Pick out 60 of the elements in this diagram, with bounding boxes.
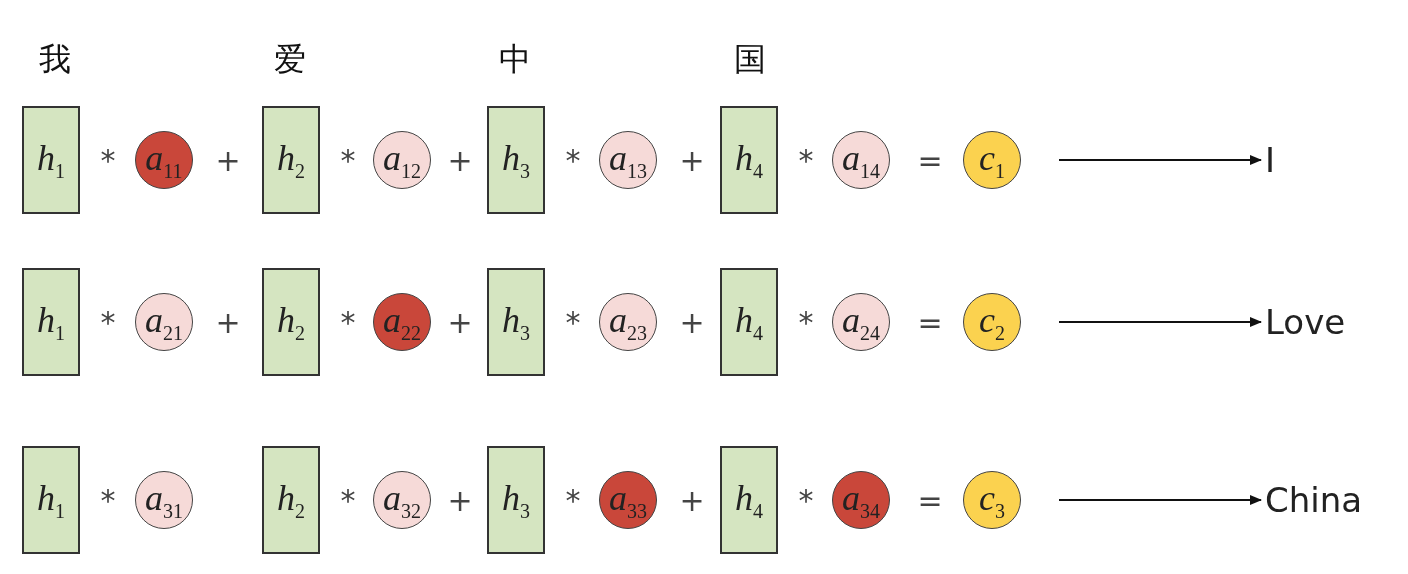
hidden-state-box: h$_{2}$ bbox=[262, 268, 320, 376]
operator-sign: * bbox=[340, 304, 356, 340]
operator-sign: * bbox=[798, 482, 814, 518]
weight-circle: a$_{32}$ bbox=[373, 471, 431, 529]
operator-sign: = bbox=[917, 482, 943, 518]
weight-circle: a$_{13}$ bbox=[599, 131, 657, 189]
hidden-state-box: h$_{4}$ bbox=[720, 446, 778, 554]
operator-sign: + bbox=[679, 482, 705, 518]
context-circle: c$_{1}$ bbox=[963, 131, 1021, 189]
hidden-state-box: h$_{3}$ bbox=[487, 446, 545, 554]
arrow bbox=[1058, 317, 1262, 327]
operator-sign: + bbox=[447, 304, 473, 340]
operator-sign: + bbox=[679, 142, 705, 178]
hidden-state-box: h$_{3}$ bbox=[487, 268, 545, 376]
operator-sign: * bbox=[798, 304, 814, 340]
weight-circle: a$_{22}$ bbox=[373, 293, 431, 351]
heading-character: 爱 bbox=[274, 39, 306, 80]
operator-sign: + bbox=[679, 304, 705, 340]
operator-sign: + bbox=[215, 142, 241, 178]
operator-sign: * bbox=[100, 482, 116, 518]
context-circle: c$_{3}$ bbox=[963, 471, 1021, 529]
weight-circle: a$_{24}$ bbox=[832, 293, 890, 351]
hidden-state-box: h$_{2}$ bbox=[262, 106, 320, 214]
weight-circle: a$_{31}$ bbox=[135, 471, 193, 529]
hidden-state-box: h$_{3}$ bbox=[487, 106, 545, 214]
arrow bbox=[1058, 495, 1262, 505]
operator-sign: = bbox=[917, 304, 943, 340]
operator-sign: * bbox=[100, 142, 116, 178]
operator-sign: + bbox=[215, 304, 241, 340]
weight-circle: a$_{33}$ bbox=[599, 471, 657, 529]
heading-character: 国 bbox=[734, 39, 766, 80]
weight-circle: a$_{14}$ bbox=[832, 131, 890, 189]
weight-circle: a$_{34}$ bbox=[832, 471, 890, 529]
output-word: China bbox=[1265, 475, 1405, 525]
weight-circle: a$_{21}$ bbox=[135, 293, 193, 351]
operator-sign: * bbox=[798, 142, 814, 178]
weight-circle: a$_{23}$ bbox=[599, 293, 657, 351]
weight-circle: a$_{12}$ bbox=[373, 131, 431, 189]
hidden-state-box: h$_{4}$ bbox=[720, 106, 778, 214]
hidden-state-box: h$_{1}$ bbox=[22, 106, 80, 214]
operator-sign: * bbox=[565, 142, 581, 178]
heading-character: 我 bbox=[39, 39, 71, 80]
operator-sign: * bbox=[340, 142, 356, 178]
operator-sign: = bbox=[917, 142, 943, 178]
output-word: Love bbox=[1265, 297, 1405, 347]
arrow bbox=[1058, 155, 1262, 165]
weight-circle: a$_{11}$ bbox=[135, 131, 193, 189]
hidden-state-box: h$_{1}$ bbox=[22, 268, 80, 376]
operator-sign: * bbox=[565, 304, 581, 340]
hidden-state-box: h$_{4}$ bbox=[720, 268, 778, 376]
operator-sign: * bbox=[100, 304, 116, 340]
operator-sign: + bbox=[447, 482, 473, 518]
operator-sign: * bbox=[340, 482, 356, 518]
operator-sign: * bbox=[565, 482, 581, 518]
hidden-state-box: h$_{2}$ bbox=[262, 446, 320, 554]
hidden-state-box: h$_{1}$ bbox=[22, 446, 80, 554]
output-word: I bbox=[1265, 135, 1405, 185]
context-circle: c$_{2}$ bbox=[963, 293, 1021, 351]
operator-sign: + bbox=[447, 142, 473, 178]
heading-character: 中 bbox=[499, 39, 531, 80]
